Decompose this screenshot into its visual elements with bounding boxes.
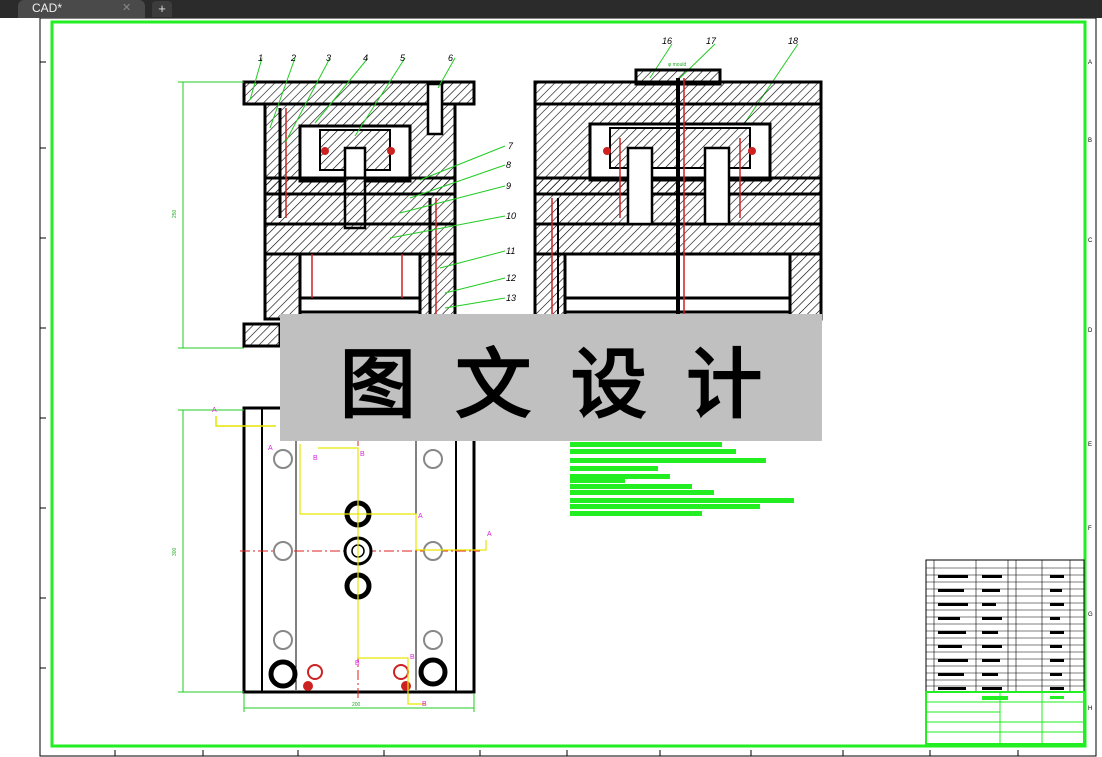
close-icon[interactable]: ✕ <box>122 2 132 14</box>
left-section-view: 250 <box>172 80 476 349</box>
border-label-b: B <box>1088 138 1092 144</box>
plus-icon: + <box>158 1 166 16</box>
dim-height-top: 250 <box>172 209 178 218</box>
section-label-b5: B <box>422 701 427 708</box>
callout-18: 18 <box>788 36 798 46</box>
border-label-d: D <box>1088 328 1093 334</box>
new-tab-button[interactable]: + <box>152 1 172 17</box>
watermark-char-3: 设 <box>570 339 647 429</box>
callout-7: 7 <box>508 141 514 151</box>
callout-11: 11 <box>506 246 515 256</box>
section-labels: A A B B A A B B B <box>212 407 492 708</box>
border-ticks <box>40 61 1019 756</box>
watermark-overlay: 图 文 设 计 <box>280 314 822 441</box>
section-label-a3: A <box>487 531 492 538</box>
border-label-f: F <box>1088 526 1092 532</box>
watermark-char-4: 计 <box>686 339 763 429</box>
dim-width: 200 <box>352 702 361 708</box>
section-label-a2: A <box>418 513 423 520</box>
callout-13: 13 <box>506 293 516 303</box>
border-label-g: G <box>1088 612 1093 618</box>
right-border-labels: A B C D E F G H <box>1088 60 1093 712</box>
technical-notes <box>570 442 794 516</box>
callout-17: 17 <box>706 36 717 46</box>
section-label-b2: B <box>360 451 365 458</box>
hole-note: φ mould <box>668 62 686 68</box>
watermark-char-2: 文 <box>455 339 532 429</box>
title-block <box>925 559 1085 745</box>
border-label-a: A <box>1088 60 1092 66</box>
callout-1: 1 <box>258 53 263 63</box>
plan-view: 300 200 <box>172 406 487 712</box>
border-label-c: C <box>1088 238 1093 244</box>
callout-4: 4 <box>363 53 368 63</box>
callout-6: 6 <box>448 53 453 63</box>
section-label-b1: B <box>313 455 318 462</box>
callout-9: 9 <box>506 181 511 191</box>
callout-5: 5 <box>400 53 406 63</box>
section-label-b4: B <box>410 654 415 661</box>
section-label-a4: A <box>268 445 273 452</box>
watermark-char-1: 图 <box>339 339 416 429</box>
right-section-view: φ mould <box>533 62 823 321</box>
border-label-e: E <box>1088 442 1092 448</box>
tab-title: CAD* <box>32 1 63 15</box>
border-label-h: H <box>1088 706 1092 712</box>
green-frame <box>50 20 1087 748</box>
callout-numbers: 1 2 3 4 5 6 7 8 9 10 11 12 13 16 17 18 <box>258 36 798 303</box>
callout-12: 12 <box>506 273 516 283</box>
tab-bar: CAD* ✕ + <box>0 0 1102 18</box>
callout-8: 8 <box>506 160 511 170</box>
dim-height-bottom: 300 <box>172 547 178 556</box>
callout-16: 16 <box>662 36 672 46</box>
section-label-a1: A <box>212 407 217 414</box>
callout-3: 3 <box>326 53 331 63</box>
outer-frame <box>39 18 1097 757</box>
callout-2: 2 <box>290 53 296 63</box>
callout-10: 10 <box>506 211 516 221</box>
section-label-b3: B <box>355 660 360 667</box>
document-tab[interactable]: CAD* ✕ <box>18 0 145 18</box>
drawing-canvas[interactable]: A B C D E F G H <box>0 18 1102 757</box>
